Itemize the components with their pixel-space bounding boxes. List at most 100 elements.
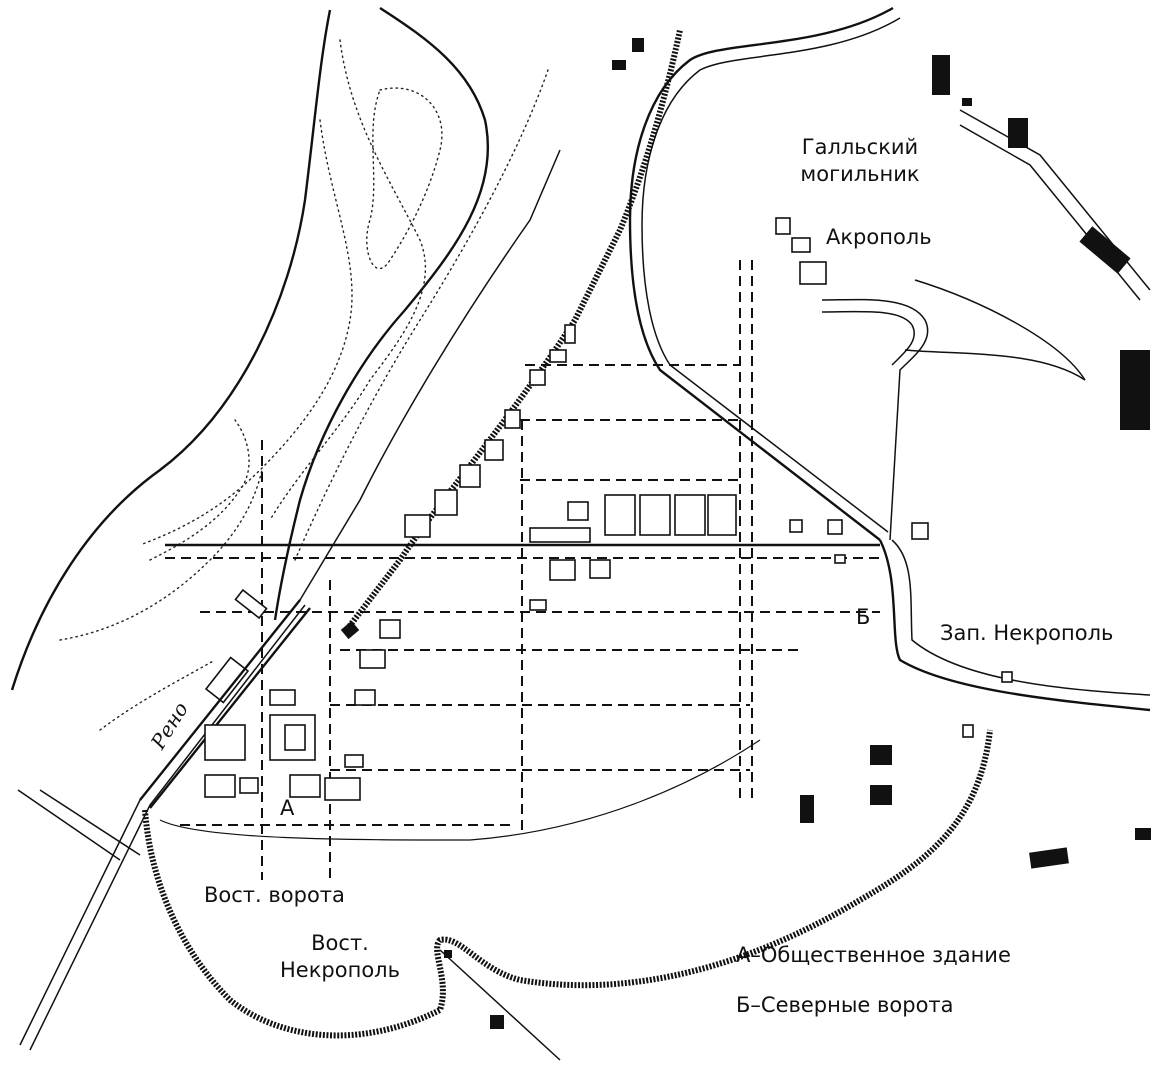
solid-building [870, 785, 892, 805]
building [204, 724, 246, 761]
building [529, 599, 547, 611]
acropolis-building [775, 217, 791, 235]
legend-item-north-gate: Б–Северные ворота [736, 993, 954, 1017]
building [911, 522, 929, 540]
building [269, 714, 316, 761]
building [289, 774, 321, 798]
building [567, 501, 589, 521]
building [674, 494, 706, 536]
building [359, 649, 386, 669]
solid-building [932, 55, 950, 95]
building [344, 754, 364, 768]
road-west-necropolis-2 [891, 539, 1151, 696]
building [707, 494, 737, 536]
label-gallic-cemetery-text: Галльский могильник [800, 135, 920, 186]
road-acropolis-east-2 [821, 310, 915, 366]
acropolis-building [791, 237, 811, 253]
riverbed-dots-4 [294, 69, 549, 561]
building [379, 619, 401, 639]
road-curve-north-2 [641, 17, 901, 533]
marker-a: А [280, 796, 295, 820]
road-to-east-2 [904, 349, 1086, 381]
solid-building [340, 620, 360, 640]
quay-line-2 [149, 607, 311, 809]
road-curve-north [628, 6, 894, 541]
quay-block-1 [234, 588, 268, 620]
quay-line [139, 599, 301, 801]
building [834, 554, 846, 564]
building [589, 559, 611, 579]
building [434, 489, 458, 516]
building [962, 724, 974, 738]
label-acropolis: Акрополь [826, 225, 932, 249]
road-acropolis-east [821, 298, 929, 541]
building [504, 409, 521, 429]
riverbed-dots-1 [269, 39, 426, 521]
road-east-upper-2 [959, 124, 1141, 301]
building [204, 774, 236, 798]
building [239, 777, 259, 794]
solid-building [800, 795, 814, 823]
riverbed-dots-7 [149, 419, 250, 561]
solid-building [1029, 847, 1069, 869]
solid-building [490, 1015, 504, 1029]
building [529, 369, 546, 386]
riverbed-dots-5 [59, 469, 263, 641]
solid-structures [340, 38, 1151, 1029]
quay-structures [139, 588, 311, 809]
legend: А–Общественное здание Б–Северные ворота [736, 942, 1136, 1042]
solid-building [612, 60, 626, 70]
building [1001, 671, 1013, 683]
solid-building [1135, 828, 1151, 840]
city-wall [142, 29, 993, 1039]
river-bank-west [10, 9, 332, 691]
wall-south [142, 729, 993, 1039]
building [324, 777, 361, 801]
acropolis-building [799, 261, 827, 285]
river-bank-east [273, 6, 490, 621]
railway-main [19, 149, 561, 1046]
label-eastern-necropolis: Вост. Некрополь [240, 930, 440, 984]
label-east-gate: Вост. ворота [204, 883, 345, 907]
street-grid [165, 260, 880, 880]
river-branch-lower-2 [39, 789, 141, 856]
building [789, 519, 803, 533]
building [549, 349, 567, 363]
building [354, 689, 376, 706]
building [284, 724, 306, 751]
road-to-east [914, 279, 1086, 381]
building [639, 494, 671, 536]
building [404, 514, 431, 538]
wall-edge-inner [159, 739, 761, 841]
label-eastern-necropolis-text: Вост. Некрополь [280, 931, 400, 982]
building [549, 559, 576, 581]
building [604, 494, 636, 536]
road-west-necropolis [878, 539, 1151, 712]
legend-item-public-building: А–Общественное здание [736, 943, 1011, 967]
riverbed-dots-3 [139, 119, 353, 546]
building [269, 689, 296, 706]
solid-building [444, 950, 452, 958]
marker-b: Б [856, 605, 871, 629]
solid-building [1008, 118, 1028, 148]
building-outlines [204, 217, 1013, 801]
building [827, 519, 843, 535]
building [484, 439, 504, 461]
solid-building [1120, 350, 1150, 430]
river-branch-lower [17, 789, 121, 861]
building [564, 324, 576, 344]
label-western-necropolis: Зап. Некрополь [940, 621, 1114, 645]
riverbed-dots-6 [99, 659, 216, 731]
solid-building [632, 38, 644, 52]
wall-northwest [342, 29, 683, 634]
riverbed-dots-2 [366, 87, 443, 270]
building [459, 464, 481, 488]
solid-building [870, 745, 892, 765]
quay-block-2 [204, 656, 250, 704]
building [529, 527, 591, 543]
label-gallic-cemetery: Галльский могильник [760, 134, 960, 188]
road-south [439, 949, 561, 1061]
solid-building [1079, 226, 1131, 274]
